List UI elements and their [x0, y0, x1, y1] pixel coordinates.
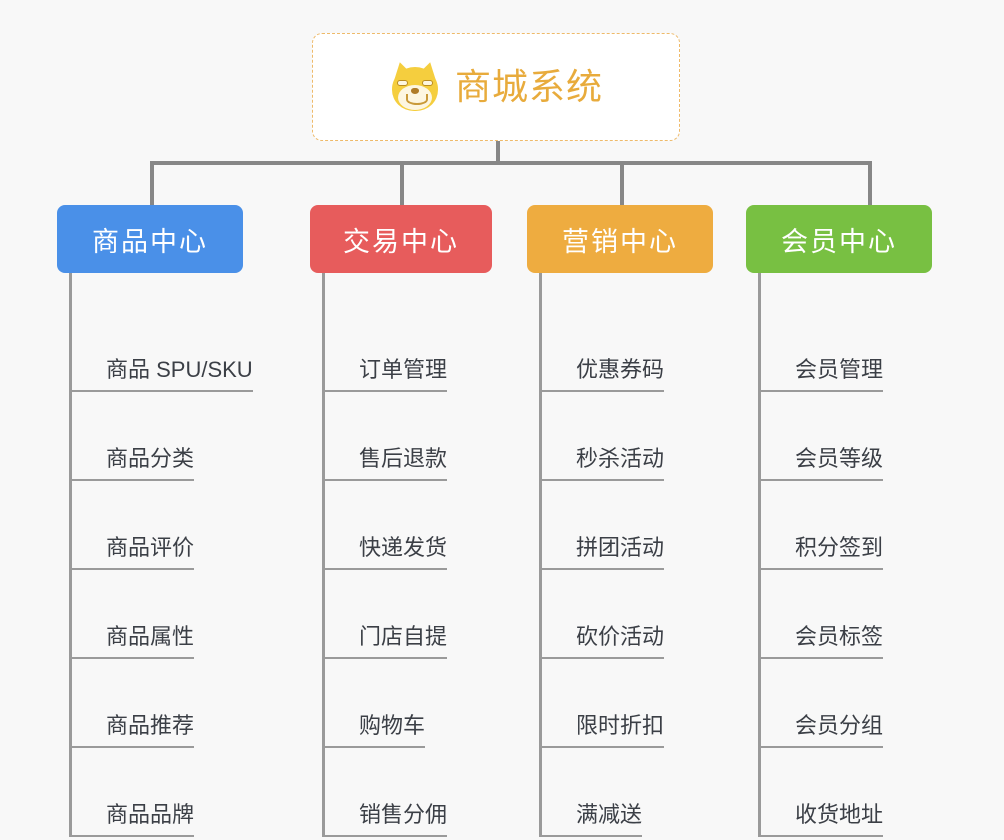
connector-drop-1 [150, 161, 154, 205]
leaf-label: 会员管理 [795, 359, 884, 392]
list-item[interactable]: 商品分类 [72, 392, 253, 481]
list-item[interactable]: 商品品牌 [72, 748, 253, 837]
leaf-label: 满减送 [576, 804, 643, 837]
list-item[interactable]: 会员标签 [761, 570, 932, 659]
leaf-label: 限时折扣 [576, 715, 665, 748]
branch-list-3: 优惠券码 秒杀活动 拼团活动 砍价活动 限时折扣 满减送 [539, 273, 713, 837]
leaf-label: 商品 SPU/SKU [106, 359, 253, 392]
list-item[interactable]: 会员等级 [761, 392, 932, 481]
leaf-label: 门店自提 [359, 626, 448, 659]
connector-drop-2 [400, 161, 404, 205]
branch-list-2: 订单管理 售后退款 快递发货 门店自提 购物车 销售分佣 [322, 273, 492, 837]
leaf-label: 商品属性 [106, 626, 195, 659]
leaf-label: 销售分佣 [359, 804, 448, 837]
connector-drop-3 [620, 161, 624, 205]
list-item[interactable]: 优惠券码 [542, 303, 713, 392]
leaf-label: 快递发货 [359, 537, 448, 570]
list-item[interactable]: 商品属性 [72, 570, 253, 659]
list-item[interactable]: 收货地址 [761, 748, 932, 837]
leaf-label: 收货地址 [795, 804, 884, 837]
list-item[interactable]: 售后退款 [325, 392, 492, 481]
list-item[interactable]: 商品推荐 [72, 659, 253, 748]
leaf-label: 会员分组 [795, 715, 884, 748]
list-item[interactable]: 限时折扣 [542, 659, 713, 748]
root-node[interactable]: 商城系统 [312, 33, 680, 141]
category-header-4[interactable]: 会员中心 [746, 205, 932, 273]
branch-list-1: 商品 SPU/SKU 商品分类 商品评价 商品属性 商品推荐 商品品牌 [69, 273, 253, 837]
leaf-label: 砍价活动 [576, 626, 665, 659]
leaf-label: 拼团活动 [576, 537, 665, 570]
category-label: 会员中心 [781, 226, 897, 257]
list-item[interactable]: 拼团活动 [542, 481, 713, 570]
category-label: 商品中心 [92, 226, 208, 257]
list-item[interactable]: 商品评价 [72, 481, 253, 570]
list-item[interactable]: 积分签到 [761, 481, 932, 570]
connector-horizontal-bus [150, 161, 872, 165]
list-item[interactable]: 满减送 [542, 748, 713, 837]
category-label: 营销中心 [562, 226, 678, 257]
leaf-label: 商品品牌 [106, 804, 195, 837]
leaf-label: 订单管理 [359, 359, 448, 392]
category-header-3[interactable]: 营销中心 [527, 205, 713, 273]
category-column-3: 营销中心 优惠券码 秒杀活动 拼团活动 砍价活动 限时折扣 满减送 [527, 205, 713, 837]
leaf-label: 会员标签 [795, 626, 884, 659]
leaf-label: 商品分类 [106, 448, 195, 481]
list-item[interactable]: 商品 SPU/SKU [72, 303, 253, 392]
category-header-2[interactable]: 交易中心 [310, 205, 492, 273]
list-item[interactable]: 订单管理 [325, 303, 492, 392]
leaf-label: 秒杀活动 [576, 448, 665, 481]
connector-drop-4 [868, 161, 872, 205]
leaf-label: 会员等级 [795, 448, 884, 481]
category-column-2: 交易中心 订单管理 售后退款 快递发货 门店自提 购物车 销售分佣 [310, 205, 492, 837]
list-item[interactable]: 砍价活动 [542, 570, 713, 659]
shiba-dog-icon [389, 59, 441, 113]
category-column-1: 商品中心 商品 SPU/SKU 商品分类 商品评价 商品属性 商品推荐 商品品牌 [57, 205, 253, 837]
branch-list-4: 会员管理 会员等级 积分签到 会员标签 会员分组 收货地址 [758, 273, 932, 837]
category-header-1[interactable]: 商品中心 [57, 205, 243, 273]
leaf-label: 售后退款 [359, 448, 448, 481]
list-item[interactable]: 会员管理 [761, 303, 932, 392]
leaf-label: 商品评价 [106, 537, 195, 570]
category-label: 交易中心 [343, 226, 459, 257]
connector-root-stem [496, 141, 500, 165]
leaf-label: 购物车 [359, 715, 426, 748]
list-item[interactable]: 快递发货 [325, 481, 492, 570]
leaf-label: 积分签到 [795, 537, 884, 570]
list-item[interactable]: 会员分组 [761, 659, 932, 748]
leaf-label: 优惠券码 [576, 359, 665, 392]
list-item[interactable]: 门店自提 [325, 570, 492, 659]
leaf-label: 商品推荐 [106, 715, 195, 748]
list-item[interactable]: 销售分佣 [325, 748, 492, 837]
list-item[interactable]: 秒杀活动 [542, 392, 713, 481]
category-column-4: 会员中心 会员管理 会员等级 积分签到 会员标签 会员分组 收货地址 [746, 205, 932, 837]
list-item[interactable]: 购物车 [325, 659, 492, 748]
root-title: 商城系统 [454, 66, 603, 107]
